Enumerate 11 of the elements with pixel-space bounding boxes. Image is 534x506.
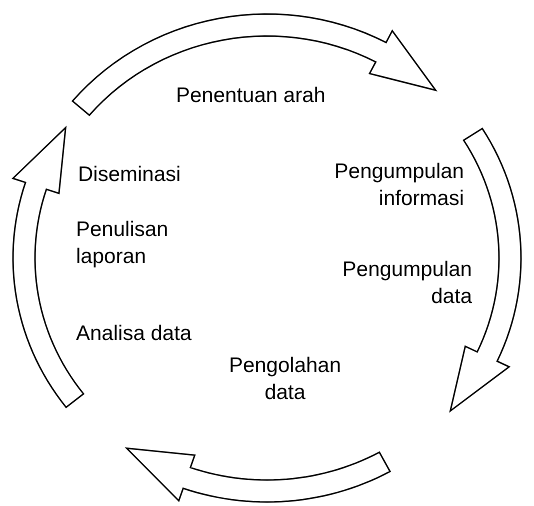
step-label: Penentuan arah — [176, 83, 326, 109]
step-label: Diseminasi — [78, 162, 182, 188]
step-label: Analisa data — [76, 321, 193, 347]
curved-block-arrow — [124, 447, 392, 503]
step-label: Pengolahan data — [228, 353, 342, 406]
step-label: Penulisan laporan — [76, 217, 170, 270]
curved-block-arrow — [12, 126, 85, 408]
curved-block-arrow — [449, 128, 522, 413]
step-label: Pengumpulan data — [341, 257, 472, 310]
step-label: Pengumpulan informasi — [333, 159, 464, 212]
curved-block-arrow — [71, 13, 438, 116]
